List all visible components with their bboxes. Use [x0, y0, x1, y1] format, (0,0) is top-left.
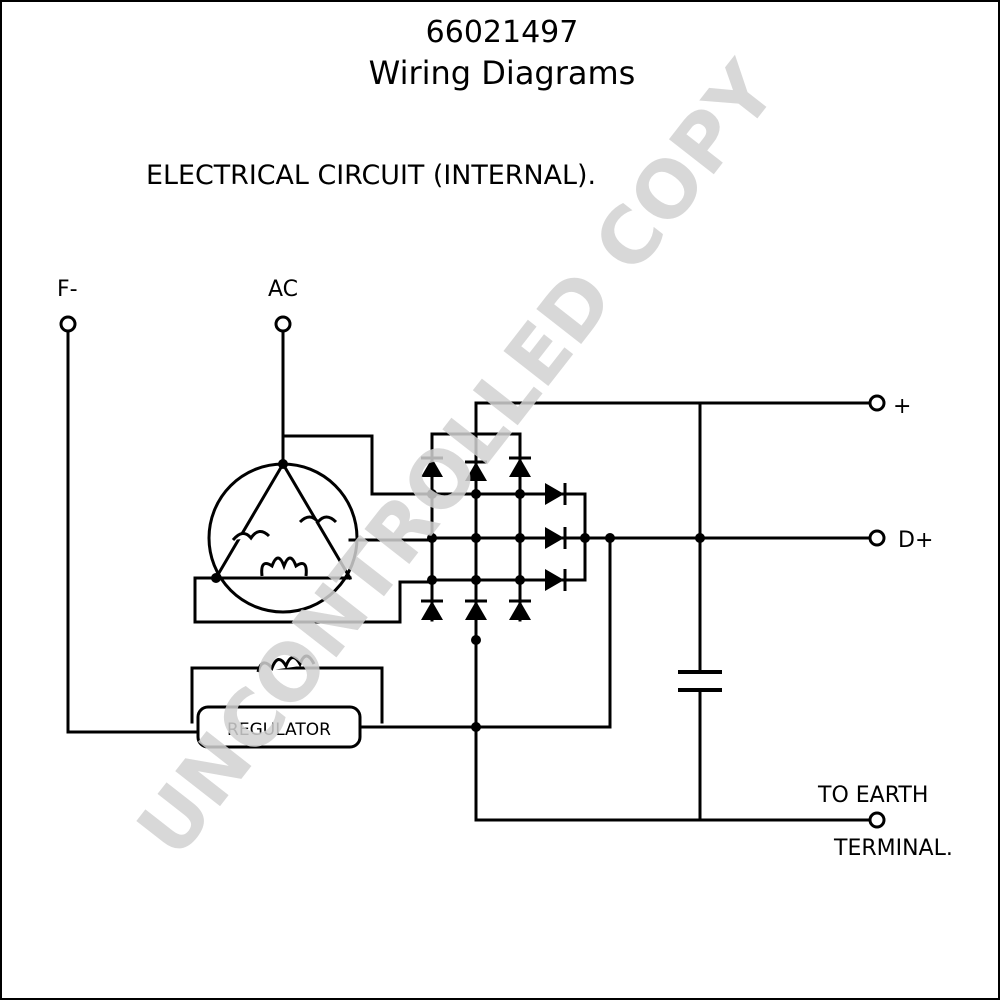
- terminal-label-f-minus: F-: [57, 277, 78, 302]
- coil-left: [231, 530, 271, 541]
- diode-bottom-3: [509, 599, 531, 620]
- terminal-f-minus: [59, 315, 77, 333]
- regulator-box: [196, 705, 362, 749]
- terminal-ac: [274, 315, 292, 333]
- diode-bottom-2: [465, 599, 487, 620]
- terminal-label-ac: AC: [268, 277, 298, 302]
- diode-top-1: [421, 456, 443, 477]
- terminal-earth: [868, 811, 886, 829]
- page-subtitle: Wiring Diagrams: [369, 54, 636, 92]
- diode-bottom-1: [421, 599, 443, 620]
- diode-exciter-3: [545, 569, 567, 591]
- terminal-label-d-plus: D+: [898, 528, 933, 553]
- terminal-label-earth-line2: TERMINAL.: [833, 836, 953, 861]
- terminal-label-plus: +: [893, 394, 911, 419]
- terminal-plus: [868, 394, 886, 412]
- capacitor: [678, 670, 722, 692]
- terminal-label-earth-line1: TO EARTH: [817, 783, 928, 808]
- junction-dots: [211, 459, 705, 732]
- part-number: 66021497: [426, 15, 579, 50]
- regulator-label: REGULATOR: [227, 720, 331, 740]
- diode-top-3: [509, 456, 531, 477]
- coil-bottom: [260, 556, 308, 577]
- coil-right: [298, 515, 338, 525]
- regulator: REGULATOR: [190, 654, 384, 749]
- field-coil: [256, 654, 316, 673]
- diagram-heading: ELECTRICAL CIRCUIT (INTERNAL).: [146, 160, 596, 191]
- diode-exciter-2: [545, 527, 567, 549]
- diode-exciter-1: [545, 483, 567, 505]
- terminal-d-plus: [868, 529, 886, 547]
- diode-top-2: [465, 460, 487, 481]
